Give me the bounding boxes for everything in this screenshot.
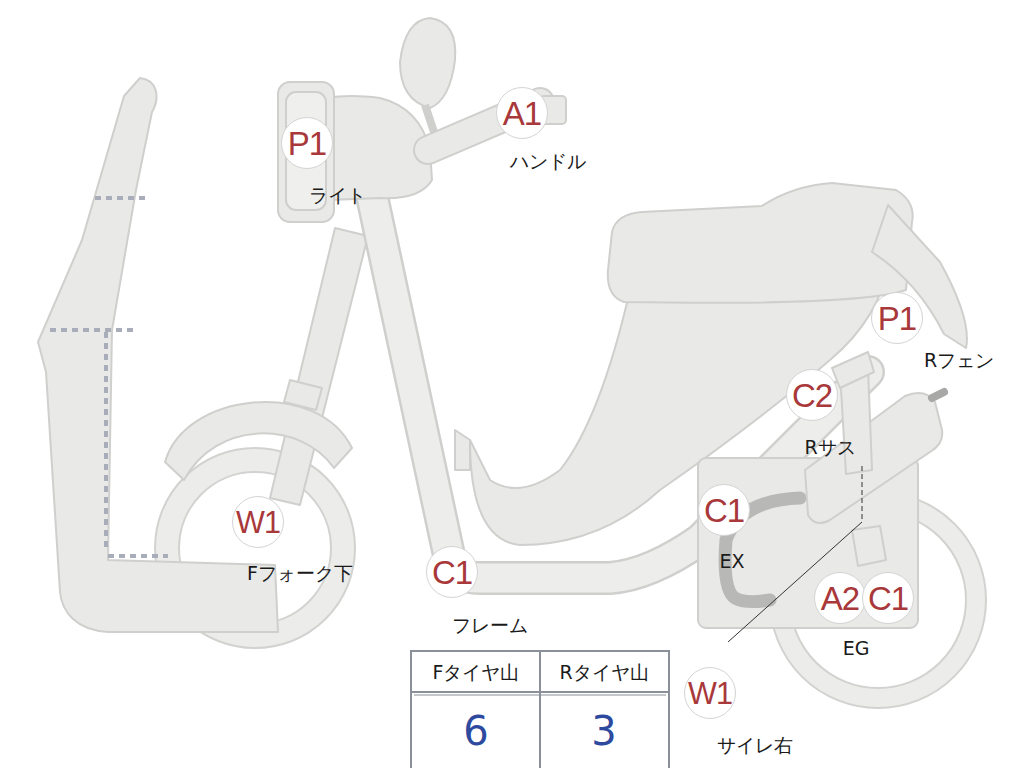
callout-number: C1	[704, 494, 744, 527]
seat	[608, 183, 913, 303]
callout-circle: P1	[871, 292, 923, 344]
callout-number: W1	[236, 507, 280, 538]
table-header: Rタイヤ山	[559, 662, 648, 683]
tread-table	[411, 651, 669, 768]
callout-circle: C1	[426, 546, 478, 598]
table-header: Fタイヤ山	[433, 662, 520, 683]
callout-number: C1	[432, 556, 472, 589]
part-name: フレーム	[452, 615, 528, 636]
part-name: EG	[843, 638, 870, 659]
callout-circle: W1	[684, 667, 736, 719]
callout-circle: C1	[698, 484, 750, 536]
mirror	[400, 18, 455, 108]
leader-line	[862, 466, 863, 522]
callout-circle: W1	[232, 496, 284, 548]
leg-shield	[38, 78, 278, 632]
front-fender	[165, 402, 352, 480]
callout-circle: P1	[281, 117, 333, 169]
callout-circle: C2	[786, 369, 838, 421]
part-name: ライト	[309, 185, 366, 206]
callout-number: C2	[792, 379, 832, 412]
part-name: Rサス	[804, 437, 855, 458]
callout-number: A1	[503, 97, 541, 130]
callout-number: W1	[688, 678, 732, 709]
callout-number: A2	[821, 582, 859, 615]
part-name: EX	[719, 551, 744, 572]
callout-number: P1	[878, 302, 916, 335]
callout-circle: A1	[496, 87, 548, 139]
front-fork	[270, 228, 368, 505]
part-name: ハンドル	[510, 151, 586, 172]
part-name: Fフォーク下	[247, 563, 353, 584]
rear-fender	[872, 205, 967, 348]
callout-circle: C1	[862, 572, 914, 624]
callout-circle: A2	[814, 572, 866, 624]
part-name: Rフェン	[924, 350, 994, 371]
table-value: 3	[591, 709, 616, 753]
table-value: 6	[463, 709, 488, 753]
part-name: サイレ右	[717, 735, 793, 756]
callout-number: C1	[868, 582, 908, 615]
panel-seams	[50, 198, 168, 556]
leader-line	[728, 522, 862, 642]
callout-number: P1	[288, 127, 326, 160]
